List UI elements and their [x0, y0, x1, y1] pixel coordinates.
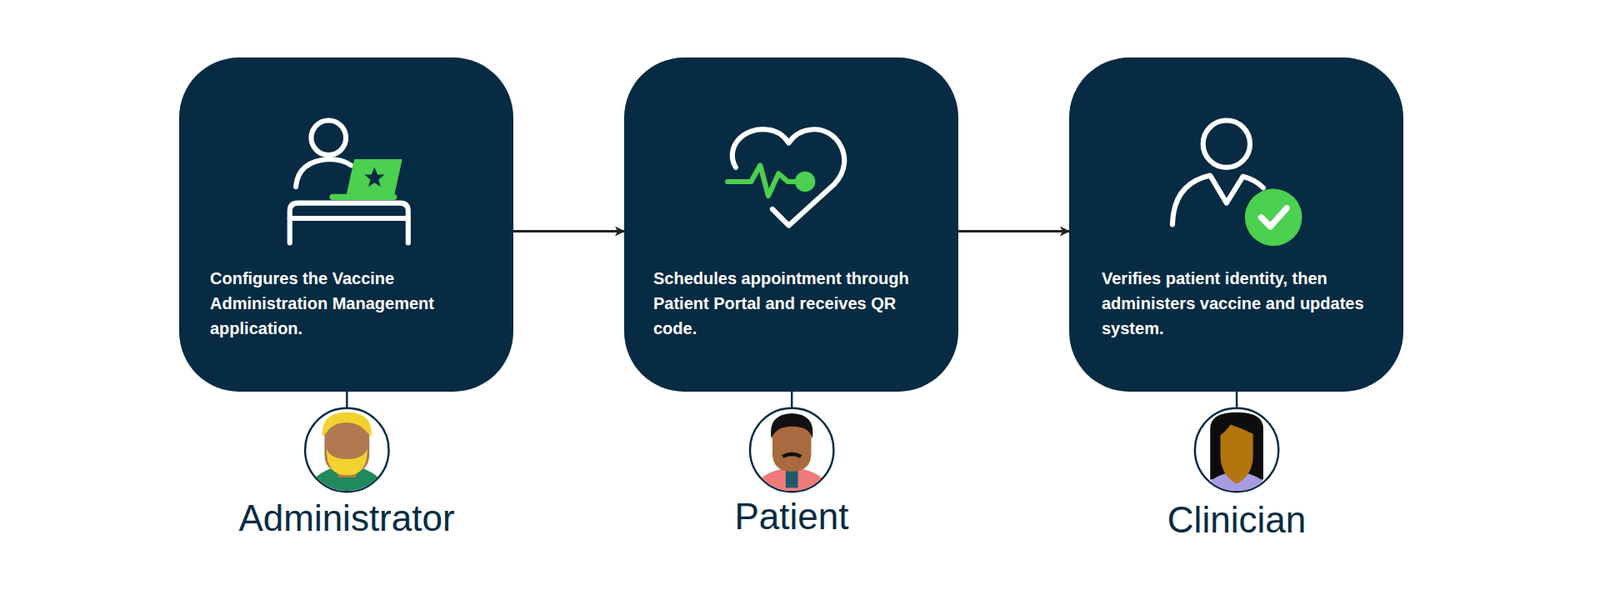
clinician-avatar: [1195, 408, 1279, 503]
process-box: Verifies patient identity, then administ…: [1069, 57, 1404, 392]
avatar-fringe: [1218, 416, 1255, 437]
avatar-shirt: [305, 465, 388, 500]
patient-avatar: [750, 408, 834, 500]
avatar-face: [772, 417, 812, 472]
avatar-frame: [305, 408, 389, 492]
avatar-frame: [750, 408, 834, 492]
avatar-collar: [785, 467, 799, 488]
administrator-avatar: [305, 408, 389, 500]
step-description: Schedules appointment through Patient Po…: [653, 265, 937, 341]
flow-arrow: [958, 230, 1070, 233]
role-label: Patient: [616, 495, 967, 539]
flow-arrow: [513, 230, 625, 233]
avatar-hair: [322, 412, 372, 437]
avatar-frame: [1195, 408, 1279, 492]
avatar-shirt: [750, 467, 833, 500]
avatar-stubs: [346, 390, 1237, 409]
avatar-shirt: [1200, 471, 1274, 503]
step-description: Configures the Vaccine Administration Ma…: [210, 265, 494, 341]
avatar-face: [324, 415, 370, 474]
avatar-beard: [326, 449, 368, 476]
avatar-neck: [337, 460, 356, 478]
role-label: Administrator: [171, 496, 522, 540]
process-box: Configures the Vaccine Administration Ma…: [179, 57, 514, 392]
avatar-moustache: [781, 451, 802, 458]
process-box: Schedules appointment through Patient Po…: [624, 57, 959, 392]
avatar-stub: [345, 390, 348, 409]
avatar-face: [1220, 420, 1253, 484]
step-description: Verifies patient identity, then administ…: [1101, 265, 1385, 341]
avatar-hair: [1210, 412, 1264, 480]
avatar-hair: [770, 413, 813, 440]
avatar-stub: [790, 390, 793, 409]
avatar-stub: [1235, 390, 1238, 409]
role-label: Clinician: [1061, 498, 1412, 542]
